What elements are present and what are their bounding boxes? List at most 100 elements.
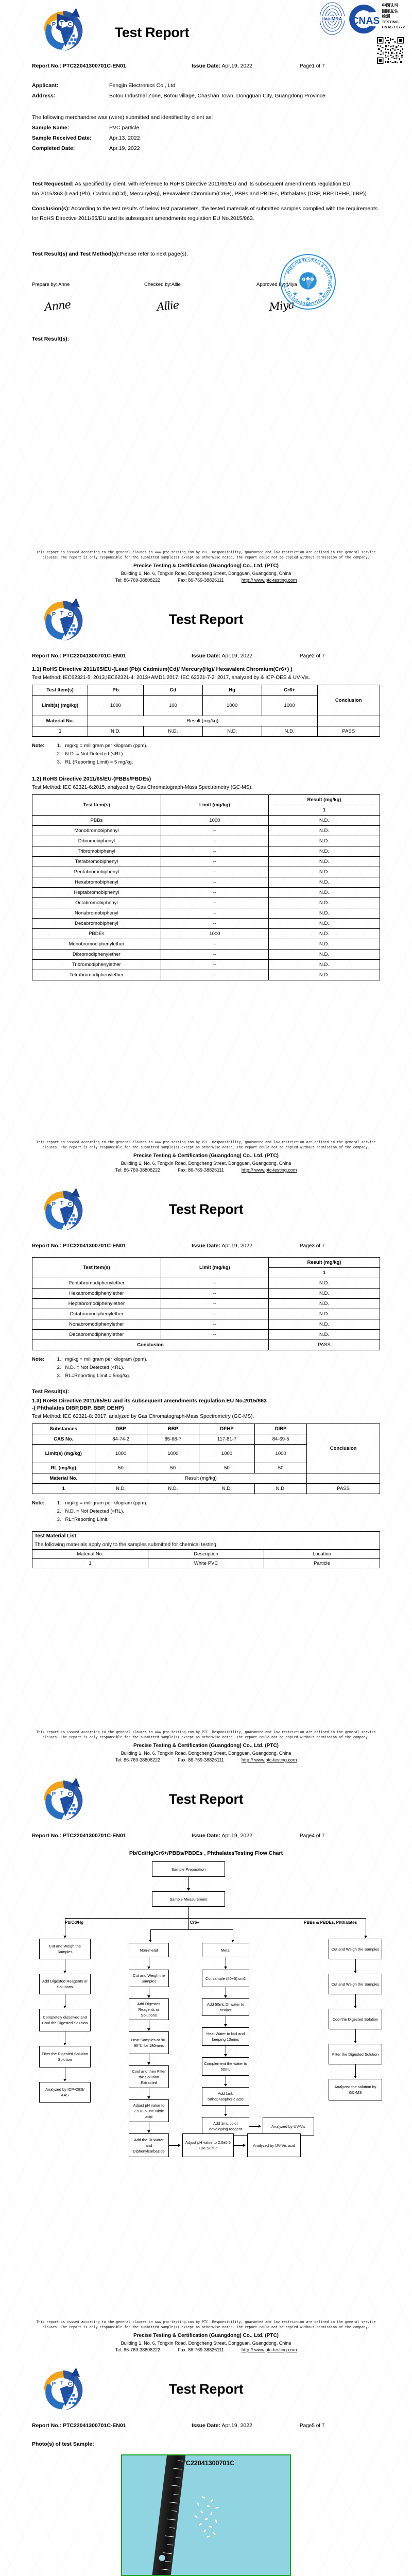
received-date-row: Sample Received Date: Apr.13, 2022	[32, 133, 380, 143]
issue-date-label: Issue Date:	[192, 653, 221, 659]
table-row: Hexabromobiphenyl--N.D.	[32, 877, 380, 888]
cell-item: Monobromobiphenyl	[32, 825, 161, 836]
heavy-metals-table: Test Item(s) Pb Cd Hg Cr6+ Conclusion Li…	[32, 685, 380, 737]
table-row: Tribromodiphenylether--N.D.	[32, 959, 380, 970]
footer-website[interactable]: http:// www.ptc-testing.com	[241, 1167, 297, 1173]
flow-node-nonmetal-cool-filter: Cool and then Filter the Solution Extrac…	[129, 2065, 169, 2088]
section-1-2-notes: Note: 1. mg/kg = milligram per kilogram …	[32, 1355, 380, 1380]
table-row: Dibromobiphenyl--N.D.	[32, 836, 380, 846]
cell-item: PBDEs	[32, 928, 161, 939]
completed-date-label: Completed Date:	[32, 145, 75, 151]
cell-limit: --	[160, 1309, 269, 1319]
col-dehp: DEHP	[199, 1423, 255, 1434]
section-1-1-heading: 1.1) RoHS Directive 2011/65/EU-(Lead (Pb…	[32, 666, 293, 672]
page-header: P T C Test Report	[32, 1770, 380, 1831]
cell-limit: --	[160, 867, 269, 877]
table-row: Material No. Result (mg/kg)	[32, 716, 380, 726]
footer-website[interactable]: http:// www.ptc-testing.com	[241, 1757, 297, 1762]
footer-website[interactable]: http:// www.ptc-testing.com	[241, 578, 297, 583]
result-hg: N.D.	[202, 726, 262, 737]
checked-by-signature: Allie	[156, 298, 180, 314]
note-item: 1. mg/kg = milligram per kilogram (ppm).	[57, 1500, 148, 1506]
cnas-icon: CNAS	[349, 4, 380, 34]
conclusion-label: Conclusion(s):	[32, 206, 70, 212]
ptc-logo-icon: P T C	[44, 598, 83, 641]
table-row: Tetrabromobiphenyl--N.D.	[32, 856, 380, 867]
rl-dibp: 50	[254, 1463, 307, 1473]
sample-name-row: Sample Name: PVC particle	[32, 123, 380, 133]
page-header: P T C ilac-MRA CNAS	[32, 0, 405, 64]
cas-label: CAS No.	[32, 1434, 95, 1445]
cell-result: N.D.	[268, 846, 380, 857]
footer-address: Building 1, No. 6, Tongxin Road, Dongche…	[121, 1161, 291, 1166]
flow-node-uvvis-1: Analyzed by UV-Vis	[263, 2117, 314, 2136]
footer-website[interactable]: http:// www.ptc-testing.com	[241, 2347, 297, 2352]
pbde-rows: Pentabromodiphenylether--N.D.Hexabromodi…	[32, 1278, 380, 1340]
accreditation-marks: ilac-MRA CNAS 中国认可 国际互认 检测 TESTING CNAS …	[319, 2, 405, 35]
page-number: Page1 of 7	[300, 63, 325, 69]
cell-result: N.D.	[268, 908, 380, 919]
svg-text:C: C	[68, 2381, 72, 2387]
svg-text:T: T	[60, 1200, 64, 1207]
cell-item: Nonabromobiphenyl	[32, 908, 161, 919]
limit-cr6: 1000	[261, 695, 318, 716]
signature-row: Prepare by: Anne Anne Checked by:Allie A…	[32, 254, 380, 313]
applicant-row: Applicant: Fengjin Electronics Co., Ltd	[32, 80, 380, 91]
page-header: P T C Test Report	[32, 1180, 380, 1241]
footer-tel: Tel: 86-769-38808222	[115, 578, 161, 583]
table-conclusion-row: Conclusion PASS	[32, 1340, 380, 1350]
footer-disclaimer: This report is issued according to the g…	[36, 1140, 376, 1149]
cell-result: N.D.	[268, 815, 380, 826]
footer-company: Precise Testing & Certification (Guangdo…	[133, 2333, 279, 2338]
cell-limit: 1000	[160, 928, 269, 939]
sample-photo-code: PTC22041300701C	[177, 2459, 235, 2467]
cell-limit: --	[160, 856, 269, 867]
cell-item: Decabromodiphenylether	[32, 1329, 161, 1340]
cell-result: N.D.	[268, 939, 380, 950]
col-description: Description	[148, 1549, 264, 1559]
material-no-1: 1	[32, 726, 88, 737]
ptc-logo-icon: P T C	[44, 1188, 83, 1231]
cell-item: Octabromobiphenyl	[32, 897, 161, 908]
material-no-1: 1	[32, 1483, 95, 1494]
table-row: Material No. Result (mg/kg)	[32, 1473, 380, 1484]
table-row: Nonabromodiphenylether--N.D.	[32, 1319, 380, 1330]
address-value: Botou Industrial Zone, Botou village, Ch…	[109, 93, 325, 99]
cell-result: N.D.	[268, 1278, 380, 1289]
col-substances: Substances	[32, 1423, 95, 1434]
page-footer: This report is issued according to the g…	[32, 550, 380, 583]
footer-tel: Tel: 86-769-38808222	[115, 2347, 161, 2352]
report-number-label: Report No.:	[32, 653, 62, 659]
table-row: Hexabromodiphenylether--N.D.	[32, 1288, 380, 1299]
cell-result: N.D.	[268, 825, 380, 836]
result-dehp: N.D.	[199, 1483, 255, 1494]
flow-node-metal: Metal	[202, 1943, 249, 1957]
flow-node-pbb-cut-weigh-2: Cut and Weigh the Samples	[329, 1974, 382, 1994]
svg-text:P: P	[52, 1201, 56, 1207]
svg-text:T: T	[60, 611, 64, 617]
cell-item: Tribromodiphenylether	[32, 959, 161, 970]
svg-text:T: T	[307, 278, 309, 280]
flow-node-pbb-cut-weigh-1: Cut and Weigh the Samples	[329, 1939, 382, 1959]
cell-item: Heptabromodiphenylether	[32, 1298, 161, 1309]
svg-text:P: P	[52, 21, 56, 27]
svg-text:T: T	[60, 21, 64, 27]
material-no-value: 1	[32, 1558, 148, 1568]
conclusion-paragraph: Conclusion(s): According to the test res…	[32, 204, 380, 224]
cell-item: Hexabromodiphenylether	[32, 1288, 161, 1299]
cell-limit: --	[160, 897, 269, 908]
footer-disclaimer: This report is issued according to the g…	[36, 550, 376, 560]
flow-node-nonmetal-cut-weigh: Cut and Weigh the Samples	[129, 1970, 169, 1987]
page-header: P T C Test Report	[32, 2360, 380, 2420]
cert-line-0: 中国认可	[382, 3, 399, 8]
material-list-subtitle: The following materials apply only to th…	[32, 1540, 380, 1550]
cell-limit: 1000	[160, 815, 269, 826]
section-1-2-method: Test Method: IEC 62321-6:2015, analyzed …	[32, 785, 253, 790]
flow-node-sample-measurement: Sample Measurement	[152, 1891, 225, 1907]
cell-limit: --	[160, 918, 269, 929]
col-result-material: 1	[268, 805, 380, 816]
approved-by-block: Approved by: Miya Miya	[256, 282, 369, 313]
report-number-value: PTC22041300701C-EN01	[63, 1833, 126, 1839]
approved-by-label: Approved by: Miya	[256, 282, 297, 287]
